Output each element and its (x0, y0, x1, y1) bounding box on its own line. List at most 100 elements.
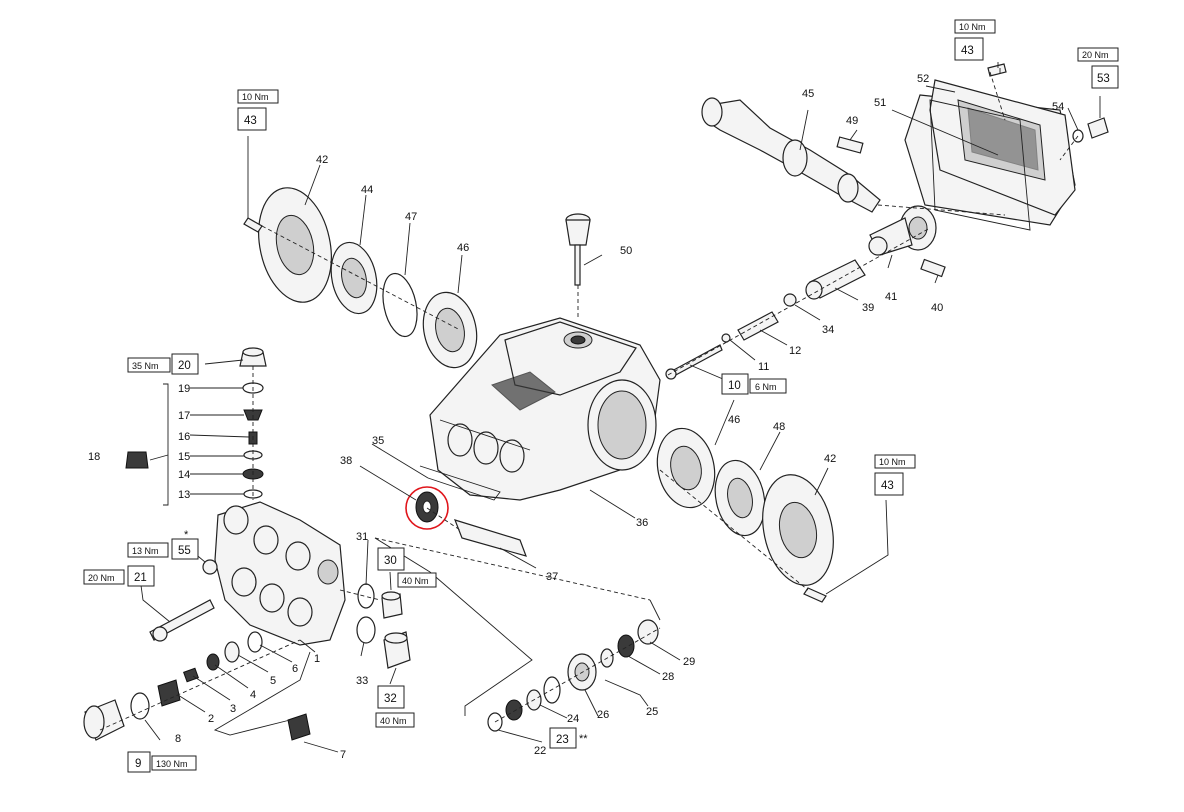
torque-43-top: 10 Nm (959, 22, 986, 32)
label-part-22: 22 (534, 745, 546, 757)
part-number-labels: 42 44 47 46 45 49 51 52 54 50 41 40 39 3… (88, 73, 1064, 761)
torque-55: 13 Nm (132, 546, 159, 556)
label-part-15: 15 (178, 451, 190, 463)
oring-part-25[interactable] (543, 676, 561, 704)
bearing-part-46-upper[interactable] (417, 287, 484, 372)
torque-20: 35 Nm (132, 361, 159, 371)
label-part-55-star: * (184, 529, 189, 541)
label-part-11: 11 (758, 361, 769, 373)
connecting-rod[interactable] (868, 205, 937, 256)
label-part-25: 25 (646, 706, 658, 718)
bolt-part-10[interactable] (669, 344, 723, 378)
label-part-42-left: 42 (316, 154, 328, 166)
label-part-44: 44 (361, 184, 373, 196)
label-part-45: 45 (802, 88, 814, 100)
seal-part-44[interactable] (325, 238, 383, 318)
washer-part-34[interactable] (783, 293, 797, 307)
crankshaft[interactable] (701, 97, 881, 213)
boxed-label-23: 23 (556, 734, 569, 746)
label-part-46-lower: 46 (728, 414, 740, 426)
label-part-47: 47 (405, 211, 417, 223)
label-part-29: 29 (683, 656, 695, 668)
oring-part-22[interactable] (487, 712, 503, 732)
valve-seat-part-4[interactable] (206, 653, 220, 671)
right-flange-part-42[interactable] (753, 468, 843, 592)
washer-part-29[interactable] (637, 619, 659, 645)
screw-part-43-top[interactable] (987, 63, 1007, 77)
key-part-49[interactable] (836, 136, 864, 154)
pin-part-40[interactable] (920, 258, 946, 278)
crankcase-housing[interactable] (429, 317, 661, 501)
label-part-17: 17 (178, 410, 190, 422)
label-part-8: 8 (175, 733, 181, 745)
boxed-label-53: 53 (1097, 73, 1110, 85)
crosshead-piston[interactable] (805, 259, 866, 300)
screw-part-43-right[interactable] (803, 587, 827, 603)
pump-head-manifold[interactable] (214, 501, 346, 646)
oring-part-11[interactable] (721, 333, 731, 343)
torque-9: 130 Nm (156, 759, 188, 769)
label-part-2: 2 (208, 713, 214, 725)
label-part-52: 52 (917, 73, 929, 85)
label-part-3: 3 (230, 703, 236, 715)
gasket-part-51[interactable] (929, 99, 1031, 231)
label-part-41: 41 (885, 291, 897, 303)
seal-part-28[interactable] (617, 634, 635, 658)
label-part-6: 6 (292, 663, 298, 675)
highlight-circle-part-38 (405, 486, 449, 530)
oring-part-47[interactable] (378, 270, 423, 339)
bearing-part-46-lower[interactable] (650, 423, 721, 513)
boxed-label-43-left: 43 (244, 115, 257, 127)
seal-part-23[interactable] (505, 699, 523, 721)
valve-assembly-part-7[interactable] (287, 713, 311, 741)
torque-43-left: 10 Nm (242, 92, 269, 102)
oring-part-8[interactable] (130, 692, 150, 720)
torque-21: 20 Nm (88, 573, 115, 583)
label-part-35: 35 (372, 435, 384, 447)
seal-part-48[interactable] (709, 456, 772, 540)
torque-43-right: 10 Nm (879, 457, 906, 467)
label-part-54: 54 (1052, 101, 1064, 113)
valve-assembly-part-18[interactable] (125, 451, 149, 469)
plug-part-30[interactable] (381, 591, 403, 619)
oil-dipstick-cap[interactable] (565, 213, 591, 286)
seal-part-38[interactable] (415, 491, 439, 523)
rear-cover[interactable] (904, 79, 1076, 226)
label-part-28: 28 (662, 671, 674, 683)
plug-part-55[interactable] (202, 559, 218, 575)
oring-part-33[interactable] (356, 616, 376, 644)
boxed-label-21: 21 (134, 572, 147, 584)
label-part-19: 19 (178, 383, 190, 395)
torque-30: 40 Nm (402, 576, 429, 586)
oring-part-31[interactable] (357, 583, 375, 609)
plug-part-53[interactable] (1087, 117, 1109, 139)
label-part-13: 13 (178, 489, 190, 501)
label-part-24: 24 (567, 713, 579, 725)
label-part-14: 14 (178, 469, 190, 481)
label-part-49: 49 (846, 115, 858, 127)
label-part-39: 39 (862, 302, 874, 314)
label-part-5: 5 (270, 675, 276, 687)
plug-part-32[interactable] (383, 631, 411, 669)
label-part-36: 36 (636, 517, 648, 529)
label-part-26: 26 (597, 709, 609, 721)
plate-part-37[interactable] (453, 519, 527, 557)
oring-part-6[interactable] (247, 631, 263, 653)
valve-part-2[interactable] (157, 679, 181, 707)
boxed-label-55: 55 (178, 545, 191, 557)
label-part-18: 18 (88, 451, 100, 463)
boxed-label-9: 9 (135, 758, 141, 770)
torque-10: 6 Nm (755, 382, 777, 392)
boxed-label-43-top: 43 (961, 45, 974, 57)
washer-part-5[interactable] (224, 641, 240, 663)
label-part-51: 51 (874, 97, 886, 109)
label-part-7: 7 (340, 749, 346, 761)
label-part-46-upper: 46 (457, 242, 469, 254)
valve-cap-part-20[interactable] (239, 347, 267, 367)
gasket-part-35[interactable] (419, 465, 501, 501)
spring-part-3[interactable] (183, 667, 199, 683)
screw-part-43-left[interactable] (243, 217, 263, 233)
left-flange-part-42[interactable] (249, 181, 342, 309)
torque-53: 20 Nm (1082, 50, 1109, 60)
